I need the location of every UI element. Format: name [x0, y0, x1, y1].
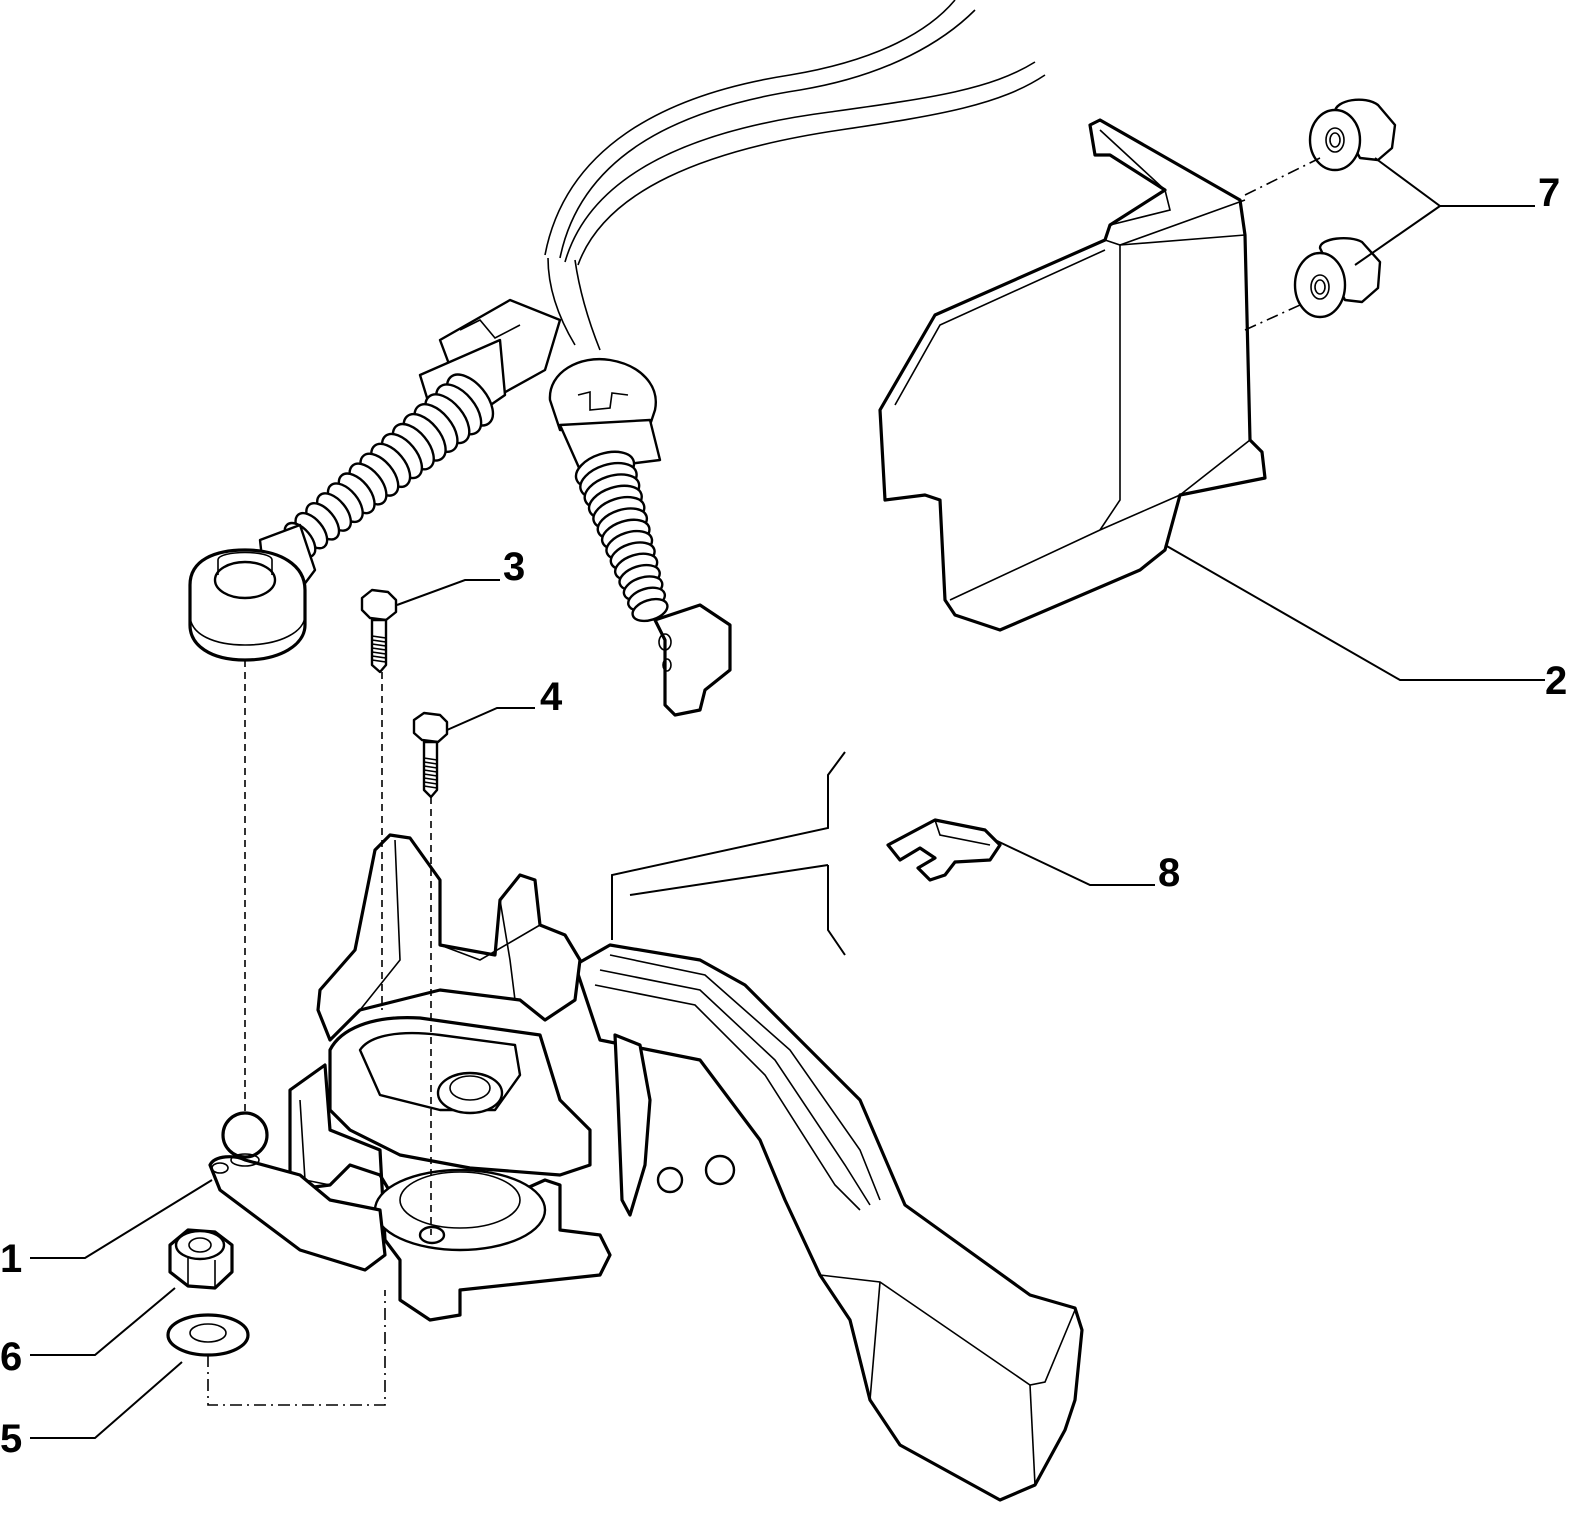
gear-lever-bracket: [878, 118, 1267, 632]
bellows-left: [283, 373, 495, 559]
break-lines: [611, 751, 846, 956]
callout-5: 5: [0, 1417, 22, 1461]
callout-8: 8: [1158, 851, 1180, 895]
callout-3: 3: [503, 545, 525, 589]
selector-cable-end: [188, 298, 562, 662]
shift-cable-end: [548, 357, 732, 717]
leader-lines: [30, 157, 1545, 1439]
nut-7-upper: [1308, 98, 1397, 172]
bellows-right: [574, 450, 669, 623]
clip-8: [886, 818, 1002, 882]
gear-lever-assembly: [208, 833, 1084, 1502]
gear-cables: [544, 0, 1046, 351]
assembly-guide-lines: [207, 157, 1321, 1406]
callout-4: 4: [540, 675, 563, 719]
nut-6: [168, 1228, 234, 1290]
nut-7-lower: [1293, 236, 1382, 319]
washer-5: [166, 1313, 250, 1357]
callout-6: 6: [0, 1335, 22, 1379]
bolt-4: [412, 711, 449, 799]
callout-7: 7: [1538, 171, 1560, 215]
bolt-3: [360, 588, 398, 674]
callout-2: 2: [1545, 659, 1567, 703]
callout-1: 1: [0, 1237, 22, 1281]
